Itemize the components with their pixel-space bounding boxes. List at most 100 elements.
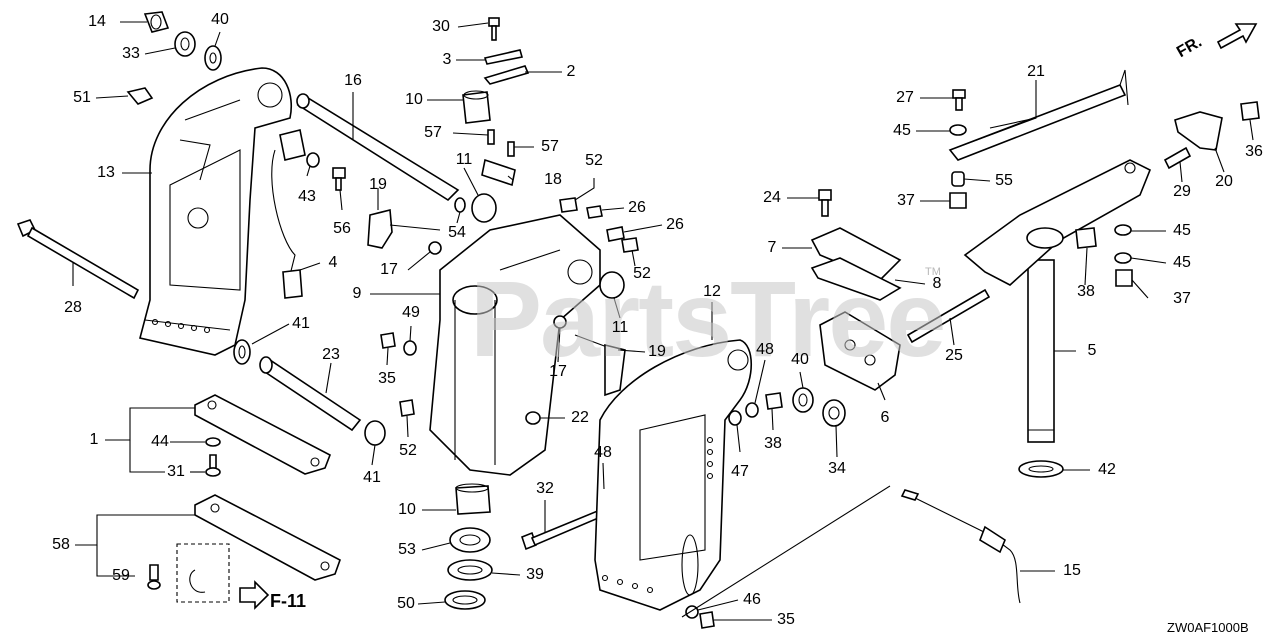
callout-20: 20 [1215, 173, 1233, 190]
callout-45: 45 [1173, 222, 1191, 239]
callout-48: 48 [756, 341, 774, 358]
washer-49 [403, 340, 417, 356]
diagram-code: ZW0AF1000B [1167, 620, 1249, 635]
bolt-24 [818, 189, 832, 217]
callout-38: 38 [764, 435, 782, 452]
callout-31: 31 [167, 463, 185, 480]
bolt-30 [488, 17, 500, 41]
bushing-11b [599, 271, 625, 299]
bolt-22 [525, 411, 541, 425]
pin-57b [507, 141, 515, 157]
callout-33: 33 [122, 45, 140, 62]
nut-37a [949, 192, 967, 209]
bolt-31 [205, 454, 221, 477]
callout-54: 54 [448, 224, 466, 241]
pin-57a [487, 129, 495, 145]
callout-45: 45 [893, 122, 911, 139]
callout-14: 14 [88, 13, 106, 30]
callout-22: 22 [571, 409, 589, 426]
nut-38b [1075, 227, 1097, 249]
watermark-trademark: TM [925, 266, 941, 278]
clip [189, 569, 206, 593]
bolt-29 [1163, 146, 1192, 170]
callout-27: 27 [896, 89, 914, 106]
shaft-16 [296, 93, 460, 202]
callout-39: 39 [526, 566, 544, 583]
callout-34: 34 [828, 460, 846, 477]
callout-52: 52 [399, 442, 417, 459]
bolt-27 [952, 89, 966, 111]
gasket-8 [810, 257, 902, 301]
callout-29: 29 [1173, 183, 1191, 200]
callout-18: 18 [544, 171, 562, 188]
callout-26: 26 [628, 199, 646, 216]
callout-11: 11 [611, 319, 629, 336]
callout-19: 19 [648, 343, 666, 360]
watermark: PartsTree [470, 258, 946, 379]
bolt-28 [16, 219, 140, 300]
callout-48: 48 [594, 444, 612, 461]
bolt-32 [521, 508, 605, 551]
bracket-19a [367, 208, 441, 249]
callout-10: 10 [398, 501, 416, 518]
callout-23: 23 [322, 346, 340, 363]
leader-lines [72, 21, 1254, 621]
callout-25: 25 [945, 347, 963, 364]
callout-37: 37 [1173, 290, 1191, 307]
nipple-52b [621, 237, 639, 253]
callout-21: 21 [1027, 63, 1045, 80]
callout-44: 44 [151, 433, 169, 450]
washer-43 [306, 152, 320, 168]
callout-11: 11 [455, 151, 473, 168]
cable-15 [900, 489, 1021, 604]
steering-bracket [963, 159, 1152, 286]
callout-47: 47 [731, 463, 749, 480]
callout-35: 35 [378, 370, 396, 387]
callout-51: 51 [73, 89, 91, 106]
callout-41: 41 [292, 315, 310, 332]
callout-10: 10 [405, 91, 423, 108]
washer-54 [454, 197, 466, 213]
ref-arrow-icon [239, 580, 270, 610]
callout-30: 30 [432, 18, 450, 35]
callout-17: 17 [549, 363, 567, 380]
lever-3 [483, 49, 524, 65]
swivel-case-9 [429, 214, 601, 476]
pipe-23 [259, 356, 362, 432]
nipple-52a [559, 197, 578, 213]
bolt-25 [906, 288, 991, 344]
bolt-17a [428, 241, 442, 255]
screw-56 [332, 167, 346, 191]
reference-line [681, 485, 891, 618]
stern-bracket-right [594, 339, 752, 611]
callout-49: 49 [402, 304, 420, 321]
callout-43: 43 [298, 188, 316, 205]
washer-45b [1114, 224, 1132, 236]
washer-45a [949, 124, 967, 136]
callout-13: 13 [97, 164, 115, 181]
callout-55: 55 [995, 172, 1013, 189]
callout-46: 46 [743, 591, 761, 608]
callout-16: 16 [344, 72, 362, 89]
callout-26: 26 [666, 216, 684, 233]
callout-58: 58 [52, 536, 70, 553]
bushing-41a [233, 339, 251, 365]
nut-14 [143, 11, 170, 33]
callout-12: 12 [703, 283, 721, 300]
washer-48b [745, 402, 759, 418]
callout-3: 3 [442, 51, 452, 68]
steering-arm-21 [948, 69, 1129, 161]
grease-nipple-51 [126, 87, 154, 105]
stern-bracket-left [139, 67, 292, 356]
callout-15: 15 [1063, 562, 1081, 579]
callout-28: 28 [64, 299, 82, 316]
collar-10a [462, 90, 491, 124]
bolt-26b [606, 226, 625, 242]
callout-17: 17 [380, 261, 398, 278]
callout-52: 52 [633, 265, 651, 282]
callout-42: 42 [1098, 461, 1116, 478]
washer-33 [174, 31, 196, 57]
callout-6: 6 [880, 409, 890, 426]
nut-35b [699, 611, 715, 629]
callout-5: 5 [1087, 342, 1097, 359]
